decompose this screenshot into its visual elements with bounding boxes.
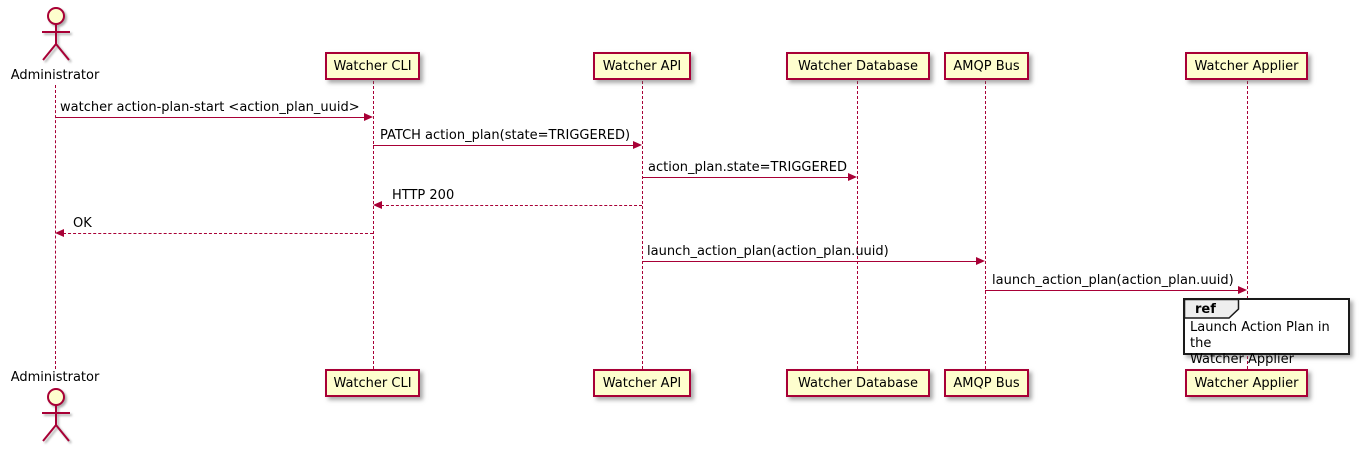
participant-watcher-api-top: Watcher API bbox=[593, 52, 691, 80]
lifeline-watcher-cli bbox=[373, 81, 374, 369]
message-label: launch_action_plan(action_plan.uuid) bbox=[647, 244, 889, 259]
arrowhead-icon bbox=[1238, 286, 1247, 294]
participant-label: Watcher Applier bbox=[1194, 375, 1299, 391]
message-line bbox=[381, 205, 642, 206]
participant-label: Watcher API bbox=[602, 375, 682, 391]
arrowhead-icon bbox=[373, 201, 382, 209]
message-line bbox=[642, 261, 977, 262]
arrowhead-icon bbox=[55, 229, 64, 237]
ref-tab-icon: ref bbox=[1184, 299, 1240, 319]
lifeline-amqp-bus bbox=[985, 81, 986, 369]
lifeline-administrator bbox=[55, 85, 56, 369]
participant-label: Watcher Database bbox=[798, 58, 918, 74]
message-label: PATCH action_plan(state=TRIGGERED) bbox=[380, 128, 631, 143]
message-line bbox=[63, 233, 373, 234]
participant-label: AMQP Bus bbox=[953, 58, 1020, 74]
message-label: HTTP 200 bbox=[392, 188, 455, 203]
participant-amqp-bus-bottom: AMQP Bus bbox=[944, 369, 1029, 397]
participant-label: Watcher API bbox=[602, 58, 682, 74]
message-line bbox=[373, 145, 634, 146]
administrator-label-bottom: Administrator bbox=[10, 370, 100, 385]
arrowhead-icon bbox=[364, 113, 373, 121]
participant-watcher-applier-top: Watcher Applier bbox=[1185, 52, 1308, 80]
message-label: OK bbox=[73, 216, 92, 231]
message-label: watcher action-plan-start <action_plan_u… bbox=[60, 100, 360, 115]
participant-watcher-database-top: Watcher Database bbox=[786, 52, 930, 80]
ref-text: Launch Action Plan in the Watcher Applie… bbox=[1190, 320, 1330, 367]
arrowhead-icon bbox=[976, 257, 985, 265]
participant-watcher-api-bottom: Watcher API bbox=[593, 369, 691, 397]
participant-label: AMQP Bus bbox=[953, 375, 1020, 391]
administrator-label-top: Administrator bbox=[10, 68, 100, 83]
lifeline-watcher-database bbox=[857, 81, 858, 369]
message-line bbox=[985, 290, 1239, 291]
message-label: action_plan.state=TRIGGERED bbox=[648, 160, 847, 175]
message-line bbox=[642, 177, 849, 178]
participant-amqp-bus-top: AMQP Bus bbox=[944, 52, 1029, 80]
ref-fragment: ref Launch Action Plan in the Watcher Ap… bbox=[1183, 298, 1350, 367]
participant-watcher-cli-bottom: Watcher CLI bbox=[325, 369, 420, 397]
lifeline-watcher-api bbox=[642, 81, 643, 369]
participant-watcher-database-bottom: Watcher Database bbox=[786, 369, 930, 397]
participant-label: Watcher Applier bbox=[1194, 58, 1299, 74]
participant-watcher-cli-top: Watcher CLI bbox=[325, 52, 420, 80]
participant-label: Watcher CLI bbox=[333, 375, 412, 391]
administrator-actor-icon-bottom bbox=[42, 388, 70, 442]
ref-keyword: ref bbox=[1195, 302, 1216, 317]
message-line bbox=[55, 117, 365, 118]
arrowhead-icon bbox=[848, 173, 857, 181]
participant-label: Watcher CLI bbox=[333, 58, 412, 74]
arrowhead-icon bbox=[633, 141, 642, 149]
participant-label: Watcher Database bbox=[798, 375, 918, 391]
message-label: launch_action_plan(action_plan.uuid) bbox=[992, 273, 1234, 288]
participant-watcher-applier-bottom: Watcher Applier bbox=[1185, 369, 1308, 397]
lifeline-watcher-applier bbox=[1247, 81, 1248, 369]
administrator-actor-icon bbox=[42, 7, 70, 61]
